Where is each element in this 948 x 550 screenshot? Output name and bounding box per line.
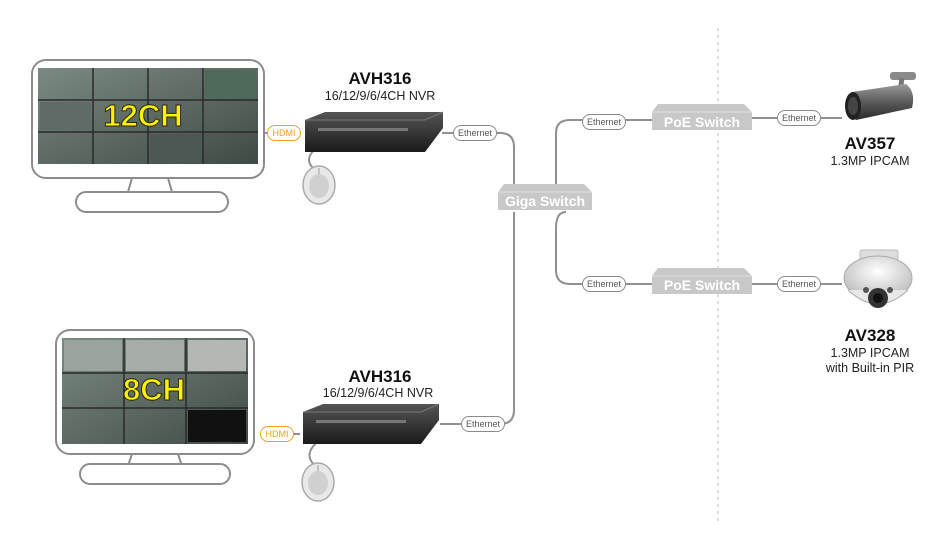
monitor-top-ch-label: 12CH — [103, 98, 183, 134]
giga-switch-label: Giga Switch — [504, 193, 586, 209]
ethernet-label-poe-bottom-in: Ethernet — [582, 276, 626, 292]
ethernet-label-poe-top-in: Ethernet — [582, 114, 626, 130]
ethernet-label-poe-top-out: Ethernet — [777, 110, 821, 126]
camera-av328-desc: 1.3MP IPCAM — [830, 346, 910, 360]
nvr-bottom-desc: 16/12/9/6/4CH NVR — [322, 386, 434, 400]
poe-switch-top-label: PoE Switch — [663, 114, 741, 130]
camera-av328-model: AV328 — [844, 326, 896, 345]
hdmi-label-top: HDMI — [267, 125, 301, 141]
bullet-camera — [845, 72, 916, 120]
ethernet-label-poe-bottom-out: Ethernet — [777, 276, 821, 292]
dome-camera — [843, 249, 913, 308]
mouse-top — [302, 165, 336, 205]
monitor-bottom-ch-label: 8CH — [122, 372, 185, 408]
nvr-top-model: AVH316 — [348, 69, 412, 88]
monitor-top — [31, 59, 265, 213]
mouse-bottom — [301, 462, 335, 502]
giga-switch-shape — [498, 184, 592, 210]
ethernet-label-nvr-bottom: Ethernet — [461, 416, 505, 432]
hdmi-label-bottom: HDMI — [260, 426, 294, 442]
nvr-bottom-device — [303, 403, 440, 444]
poe-switch-bottom-shape — [652, 268, 752, 294]
poe-switch-top-shape — [652, 104, 752, 130]
camera-av328-desc-2: with Built-in PIR — [825, 361, 915, 375]
monitor-bottom — [55, 329, 255, 485]
nvr-top-desc: 16/12/9/6/4CH NVR — [324, 89, 436, 103]
nvr-bottom-model: AVH316 — [348, 367, 412, 386]
camera-av357-model: AV357 — [844, 134, 896, 153]
nvr-top-device — [305, 111, 444, 152]
ethernet-label-nvr-top: Ethernet — [453, 125, 497, 141]
camera-av357-desc: 1.3MP IPCAM — [830, 154, 910, 168]
poe-switch-bottom-label: PoE Switch — [663, 277, 741, 293]
